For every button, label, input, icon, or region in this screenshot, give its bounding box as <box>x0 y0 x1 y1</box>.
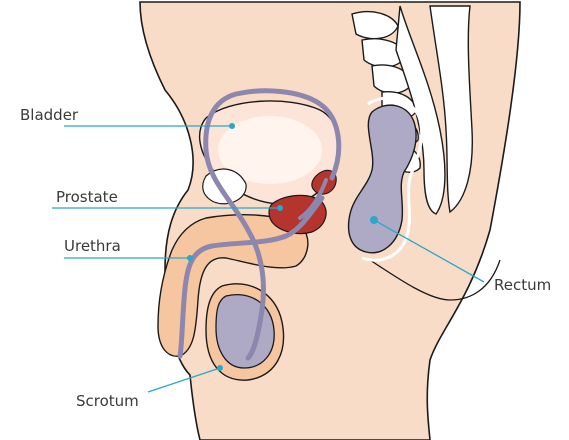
label-bladder: Bladder <box>20 106 79 124</box>
label-urethra: Urethra <box>64 237 121 255</box>
label-rectum: Rectum <box>494 276 551 294</box>
label-scrotum: Scrotum <box>76 392 139 410</box>
label-prostate: Prostate <box>56 188 118 206</box>
